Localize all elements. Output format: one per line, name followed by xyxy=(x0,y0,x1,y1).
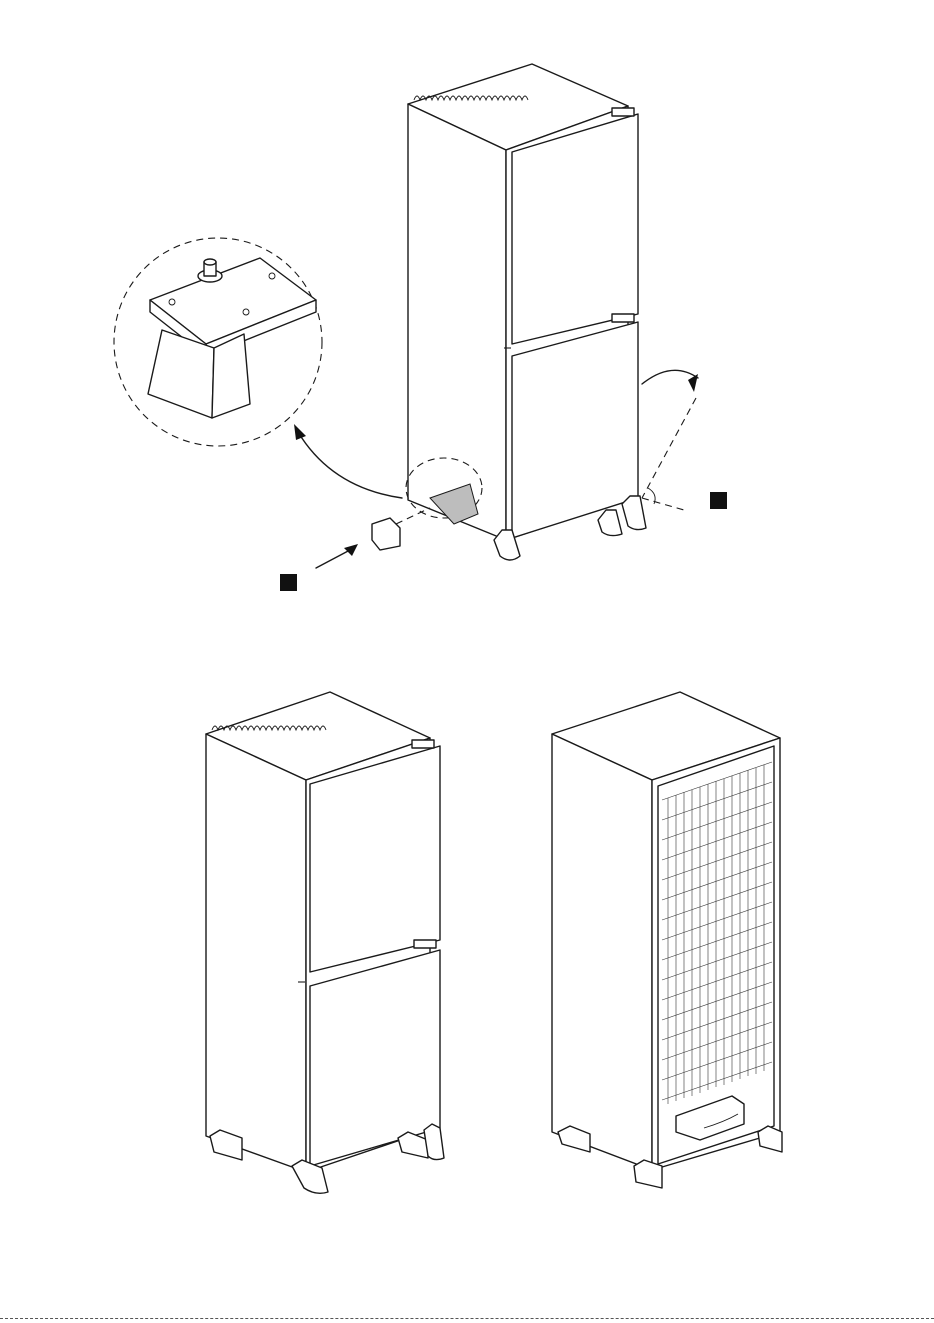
detail-pointer-arrowhead xyxy=(294,424,306,440)
top-hinge xyxy=(612,108,634,116)
step-marker-1 xyxy=(280,574,297,591)
rear-foot-right xyxy=(622,496,646,530)
insert-arrow xyxy=(316,550,350,568)
front-view-lower-door xyxy=(310,950,440,1166)
top-fridge-upper-door xyxy=(512,114,638,344)
foot-cover xyxy=(372,518,400,550)
rear-view-fridge xyxy=(552,692,782,1188)
detail-pointer-curve xyxy=(298,432,402,498)
top-fridge-side xyxy=(408,104,506,540)
insert-arrowhead xyxy=(344,544,358,556)
detail-bolt-top xyxy=(204,259,216,265)
front-view-mid-hinge xyxy=(414,940,436,948)
front-view-fridge xyxy=(206,692,444,1193)
rear-view-foot-2 xyxy=(634,1160,662,1188)
top-fridge xyxy=(406,64,646,560)
rear-view-foot-3 xyxy=(758,1126,782,1152)
page-bottom-rule xyxy=(0,1318,934,1319)
door-swing-arrowhead xyxy=(688,374,698,392)
step-marker-2 xyxy=(710,492,727,509)
front-view-foot-3 xyxy=(398,1132,428,1158)
foot-cover-guide xyxy=(396,508,430,524)
detail-foot-side xyxy=(212,334,250,418)
detail-pointer xyxy=(294,424,402,498)
hinge-detail-circle xyxy=(114,238,322,446)
door-swing-guide-1 xyxy=(642,398,696,498)
front-view-top-hinge xyxy=(412,740,434,748)
front-view-upper-door xyxy=(310,746,440,972)
middle-hinge xyxy=(612,314,634,322)
top-fridge-lower-door xyxy=(512,322,638,538)
rear-view-side xyxy=(552,734,652,1170)
door-swing-indicator xyxy=(642,370,698,510)
front-view-side xyxy=(206,734,306,1172)
front-foot-right xyxy=(598,510,622,536)
door-swing-guide-2 xyxy=(642,498,684,510)
foot-cover-insert xyxy=(316,508,430,568)
